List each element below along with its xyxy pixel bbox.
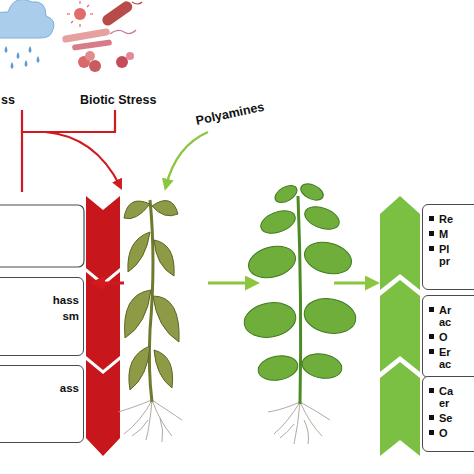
bullet-item: M (429, 228, 459, 240)
decline-chevron (86, 196, 120, 456)
rain-cloud (0, 0, 54, 69)
bullet-item: O (429, 427, 459, 439)
decline-arrow (96, 282, 124, 285)
healthy-plant (241, 181, 358, 444)
benefit-box: ReM Pl pr (422, 204, 474, 290)
improve-arrow (208, 282, 254, 285)
polyamine-arrow (166, 132, 208, 186)
box-text: ass (49, 380, 79, 396)
benefit-box: Ar ac O Er ac (422, 295, 474, 378)
treatment-label: Polyamines (195, 100, 266, 128)
bullet-item: Ar ac (429, 304, 459, 328)
bullet-item: O (429, 331, 459, 343)
empty-box (0, 205, 84, 267)
bullet-item: Se (429, 412, 459, 424)
stress-label: ss (1, 93, 15, 107)
bullet-item: Er ac (429, 346, 459, 370)
bullet-item: Re (429, 213, 459, 225)
stressed-plant (118, 200, 182, 442)
improve-chevron (380, 196, 420, 456)
improve-arrow (334, 282, 374, 285)
bullet-item: Pl pr (429, 243, 459, 267)
benefit-box: Ca er SeO (422, 376, 474, 452)
stress-bracket (22, 110, 120, 192)
box-text: hass sm (49, 292, 79, 324)
microbes (62, 0, 142, 72)
stress-label: Biotic Stress (80, 93, 156, 107)
effect-box: ass (0, 365, 84, 443)
bullet-item: Ca er (429, 385, 459, 409)
effect-box: hass sm (0, 277, 84, 356)
